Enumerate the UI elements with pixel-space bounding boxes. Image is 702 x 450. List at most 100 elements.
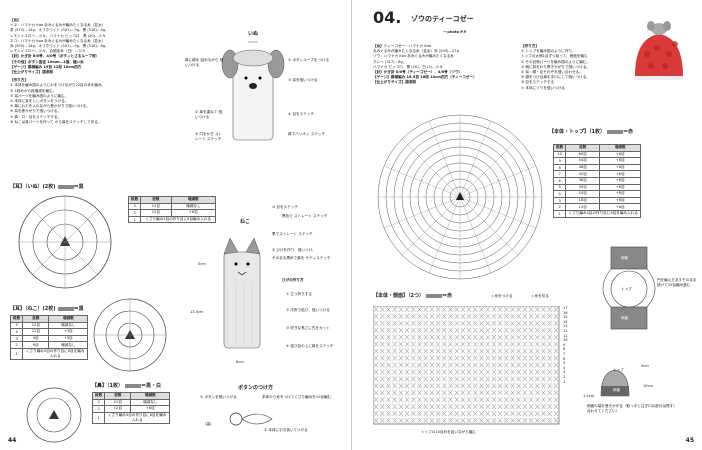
button-note: ① ボタンを縫いつける: [200, 395, 237, 399]
cat-note: ④ 結び目の上に鼻をステッチ: [286, 344, 334, 348]
button-note: (裏): [205, 422, 212, 426]
dim-label: 5cm: [198, 262, 206, 266]
ear-dog-heading: 【耳】（いぬ）(2枚)＝黒: [10, 184, 84, 190]
side-heading: 【本体・側面】（2つ）＝赤: [373, 293, 452, 299]
color-swatch: [57, 184, 74, 189]
button-diagram: [229, 412, 273, 426]
dog-figure: [221, 41, 285, 141]
side-crochet-chart: [373, 306, 560, 425]
color-swatch: [124, 383, 141, 388]
right-materials-block: 【糸】ティーコゼー：ハマナカ itoa あみぐるみが編みたくなる糸（並太）赤 (…: [373, 44, 477, 85]
color-swatch: [606, 129, 623, 134]
nose-diagram: [26, 387, 82, 443]
page-number: 45: [685, 437, 694, 444]
side-legend: ＝糸をつける: [491, 294, 513, 298]
cat-note: そのまま黒糸で鼻を サテンステッチ: [272, 256, 331, 260]
materials-line: イヌ：ハマナカ itoa あみぐるみが編みたくなる糸（並太）: [10, 23, 106, 28]
gauge-line: 【ゲージ】模様編み 19目 12段 10cm四方: [10, 64, 82, 69]
dog-note: 鼻でバリオン ステッチ: [288, 132, 326, 136]
dog-note: ⑤ 口をかぎ ストレート ステッチ: [195, 132, 223, 141]
button-note: 本体から糸をつけてくさり編みを10目編む: [262, 395, 332, 399]
dog-note: ② 鼻を重ねて 縫いつける: [195, 110, 223, 119]
cat-note: ③ 好きな長さに先をカット: [286, 326, 330, 330]
steps-heading: 【作り方】: [10, 78, 28, 83]
top-heading: 【本体・トップ】（1枚）＝赤: [549, 129, 633, 135]
dim-label: 1.5cm: [583, 394, 595, 398]
side-legend: ＝糸を切る: [531, 294, 549, 298]
materials-line: レモンイエロー…少々、ハマナカ ピッコロ 黒 (20)…少々: [10, 33, 106, 38]
left-materials-block: 【糸】 イヌ：ハマナカ itoa あみぐるみが編みたくなる糸（並太） 茶 (51…: [10, 18, 170, 125]
ear-cat-diagram: [93, 298, 167, 372]
dog-note: ④ 目をステッチ: [288, 112, 314, 116]
step-line: ⑧ ねこは耳パーツを作って から鼻をステッチして作る。: [10, 119, 102, 124]
page-number: 44: [8, 437, 17, 444]
cat-note: 黒色で ストレート ステッチ: [282, 214, 328, 218]
cat-note: 黒でストレート ステッチ: [272, 232, 313, 236]
materials-line: レモンイエロー…少々、合細毛糸（白）…少々: [10, 49, 86, 54]
side-caption: トップの10目めを拾いながら編む: [421, 430, 476, 434]
pattern-title: ゾウのティーコゼー: [411, 15, 474, 23]
col-header: 目数: [140, 196, 172, 204]
step-line: ② 1段めから段増減を編む。: [10, 88, 57, 93]
other-line: 【その他】ボタン直径 10mm…1個、縫い糸: [10, 59, 84, 64]
dim-label: 8cm: [236, 360, 244, 364]
dog-title: いぬ: [248, 31, 259, 37]
right-page: 04. ゾウのティーコゼー → photo P.9 【糸】ティーコゼー：ハマナカ…: [351, 0, 702, 450]
step-line: ⑦ 鼻・口・目をステッチする。: [10, 114, 62, 119]
button-note: ② 本体に引き抜いてつける: [264, 428, 308, 432]
materials-line: 赤 (505)…14g、オフホワイト (501)…9g、黒 (518)…6g、: [10, 44, 109, 49]
step-line: ④ 本体に耳をとじボタンをつける。: [10, 99, 69, 104]
dog-note: ③ 耳を縫いつける: [288, 78, 318, 82]
assembly-label: 側面: [621, 316, 629, 320]
step-line: ⑤ 鼻にわたを入れながら巻かがりで縫いつける。: [10, 104, 90, 109]
assembly-label: トップ: [621, 287, 632, 291]
col-header: 増減数: [170, 196, 217, 204]
assembly-label: 側面: [621, 256, 629, 260]
cat-note: ① 立つ折りする: [286, 292, 312, 296]
tea-cozy-illustration: [635, 21, 683, 80]
tools-line: 【針】かぎ針 6/0号、4/0号（ボタンとさるループ用）: [10, 54, 100, 59]
button-title: ボタンのつけ方: [238, 385, 274, 391]
step-line: ⑥ 耳を巻かがりで縫いつける。: [10, 109, 62, 114]
cat-figure: [223, 237, 261, 349]
pot-label: 側面: [613, 388, 621, 392]
left-page: 【糸】 イヌ：ハマナカ itoa あみぐるみが編みたくなる糸（並太） 茶 (51…: [8, 0, 352, 450]
ear-cat-heading: 【耳】（ねこ）(2枚)＝黒: [10, 306, 84, 312]
cat-note: ② 中央で結び、縫いつける: [286, 308, 330, 312]
color-swatch: [57, 306, 74, 311]
materials-line: ネコ：ハマナカ itoa あみぐるみが編みたくなる糸（並太）: [10, 38, 106, 43]
cat-title: ねこ: [240, 219, 251, 225]
step-line: ③ 耳パーツを編み図のように編む。: [10, 93, 69, 98]
materials-heading: 【糸】: [10, 18, 21, 22]
cat-note: ③ 目をステッチ: [272, 205, 298, 209]
pot-label: トップ: [613, 368, 624, 372]
size-line: 【仕上がりサイズ】図参照: [10, 70, 54, 75]
dim-label: 13.5cm: [190, 310, 204, 314]
color-swatch: [425, 293, 442, 298]
dog-note: 鼻に綿を 詰めながら 縫いつける: [185, 58, 224, 67]
assembly-caption: 側面の端を巻きかがる（取っ手と注ぎ口の部分は残す）合わせてください）: [587, 404, 677, 413]
pot-diagram: [600, 369, 630, 397]
cat-note: ② ひげを作り、縫いつけ、: [272, 248, 316, 252]
